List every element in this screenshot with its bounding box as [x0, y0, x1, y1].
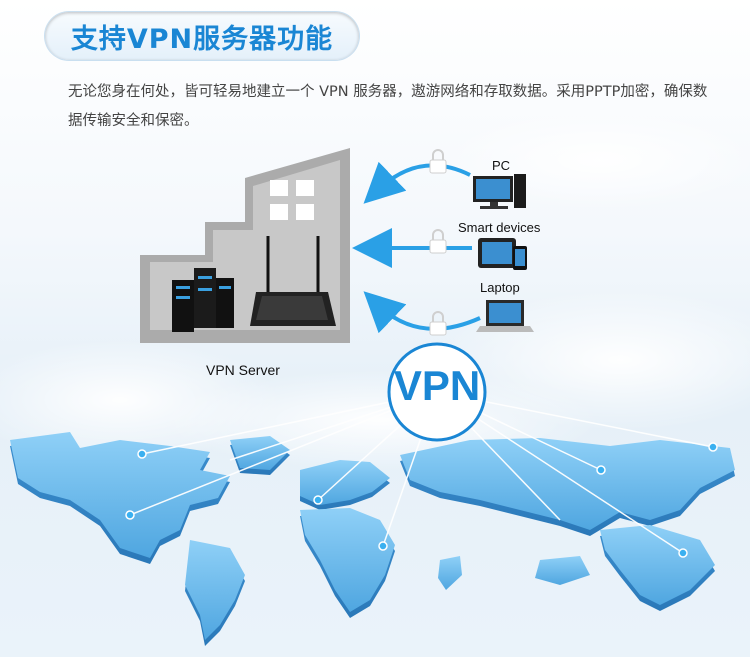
map-nodes [125, 442, 718, 558]
laptop-label: Laptop [480, 280, 520, 295]
connection-arrows [352, 161, 481, 334]
laptop-icon [476, 300, 534, 332]
vpn-badge-label: VPN [393, 362, 481, 409]
tablet-phone-icon [478, 238, 527, 270]
description: 无论您身在何处，皆可轻易地建立一个 VPN 服务器，遨游网络和存取数据。采用PP… [68, 84, 708, 129]
lock-icon [429, 149, 447, 336]
vpn-badge [387, 342, 487, 442]
pc-icon [473, 174, 526, 209]
title-banner: 支持VPN服务器功能 [45, 12, 359, 60]
pc-label: PC [492, 158, 511, 173]
router-icon [250, 236, 336, 326]
world-map [10, 432, 735, 646]
smart-devices-label: Smart devices [458, 220, 541, 235]
clouds [0, 110, 750, 470]
page-title: 支持VPN服务器功能 [70, 23, 334, 55]
server-icon [172, 268, 234, 332]
vpn-server-label: VPN Server [206, 362, 280, 378]
